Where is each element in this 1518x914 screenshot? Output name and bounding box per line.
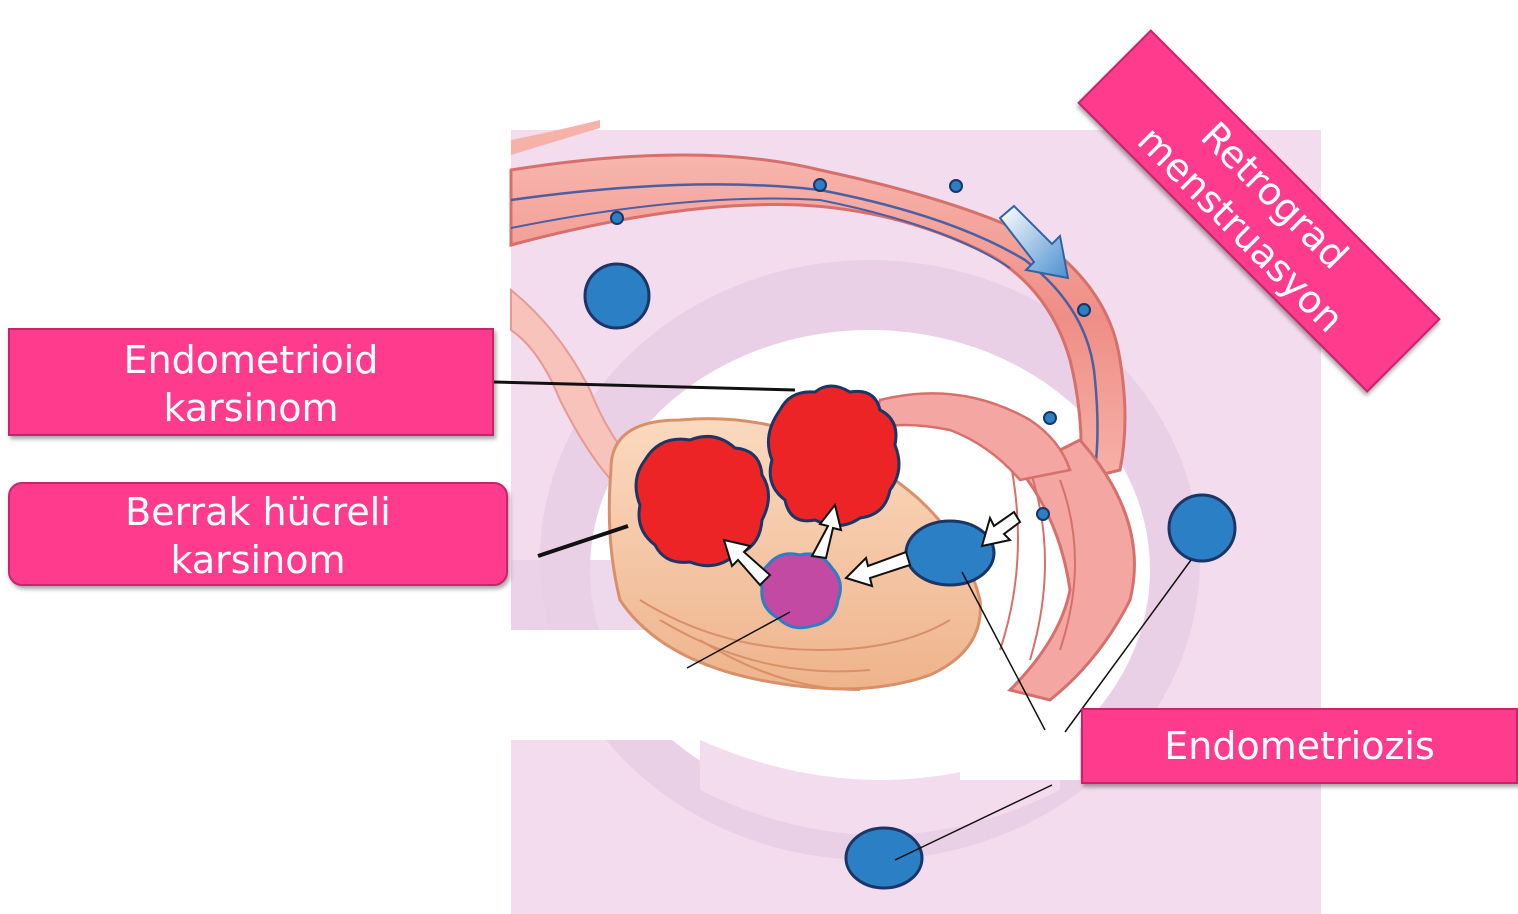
implant-right (1169, 495, 1235, 561)
label-line: karsinom (10, 536, 506, 584)
cell-dot (1078, 304, 1090, 316)
label-berrak-hucreli-karsinom: Berrak hücreli karsinom (8, 482, 508, 586)
endometrioma (906, 521, 994, 585)
implant-upper-left (585, 264, 649, 328)
implant-bottom (846, 828, 922, 888)
cell-dot (950, 180, 962, 192)
endometrioid-tumor (768, 386, 899, 526)
label-endometrioid-karsinom: Endometrioid karsinom (8, 328, 494, 436)
label-endometriozis: Endometriozis (1081, 708, 1518, 784)
label-line: Berrak hücreli (10, 488, 506, 536)
white-mask-right (960, 728, 1080, 780)
cell-dot (1037, 508, 1049, 520)
label-line: Endometriozis (1083, 710, 1516, 782)
label-line: Endometrioid (10, 336, 492, 384)
cell-dot (814, 179, 826, 191)
label-line: karsinom (10, 384, 492, 432)
cell-dot (611, 212, 623, 224)
cell-dot (1044, 412, 1056, 424)
